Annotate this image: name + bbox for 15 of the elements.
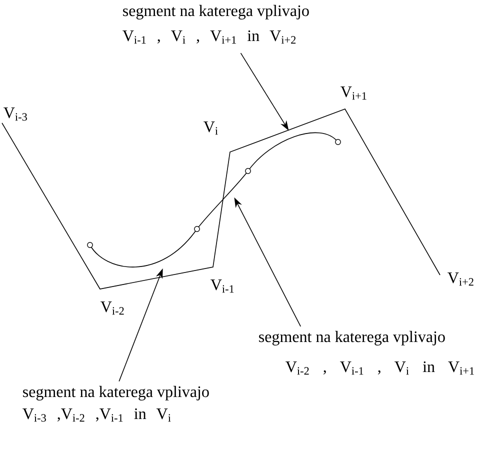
callout-text: segment na katerega vplivajo bbox=[259, 330, 445, 346]
vertex-label: V$_{i-2}$ bbox=[100, 302, 124, 315]
vertex-list-text: V$_{i-2}$ , V$_{i-1}$ , V$_{i}$ in V$_{i+1}$ bbox=[286, 361, 474, 375]
curve-segment bbox=[248, 132, 338, 172]
curve-segment bbox=[90, 228, 198, 268]
vertex-label: V$_{i+2}$ bbox=[448, 272, 474, 286]
vertex-list-text: V$_{i-3}$ ,V$_{i-2}$ ,V$_{i-1}$ in V$_{i}$ bbox=[22, 408, 171, 422]
vertex-label: V$_{i}$ bbox=[204, 122, 218, 135]
vertex-label: V$_{i-3}$ bbox=[4, 108, 27, 121]
callout-text: segment na katerega vplivajo bbox=[123, 4, 309, 20]
curve-segment bbox=[196, 170, 248, 230]
vertex-label: V$_{i-1}$ bbox=[210, 280, 234, 293]
vertex-list-text: V$_{i-1}$ , V$_{i}$ , V$_{i+1}$ in V$_{i+2}$ bbox=[122, 30, 296, 44]
callout-text: segment na katerega vplivajo bbox=[23, 386, 209, 400]
vertex-label: V$_{i+1}$ bbox=[340, 86, 366, 100]
